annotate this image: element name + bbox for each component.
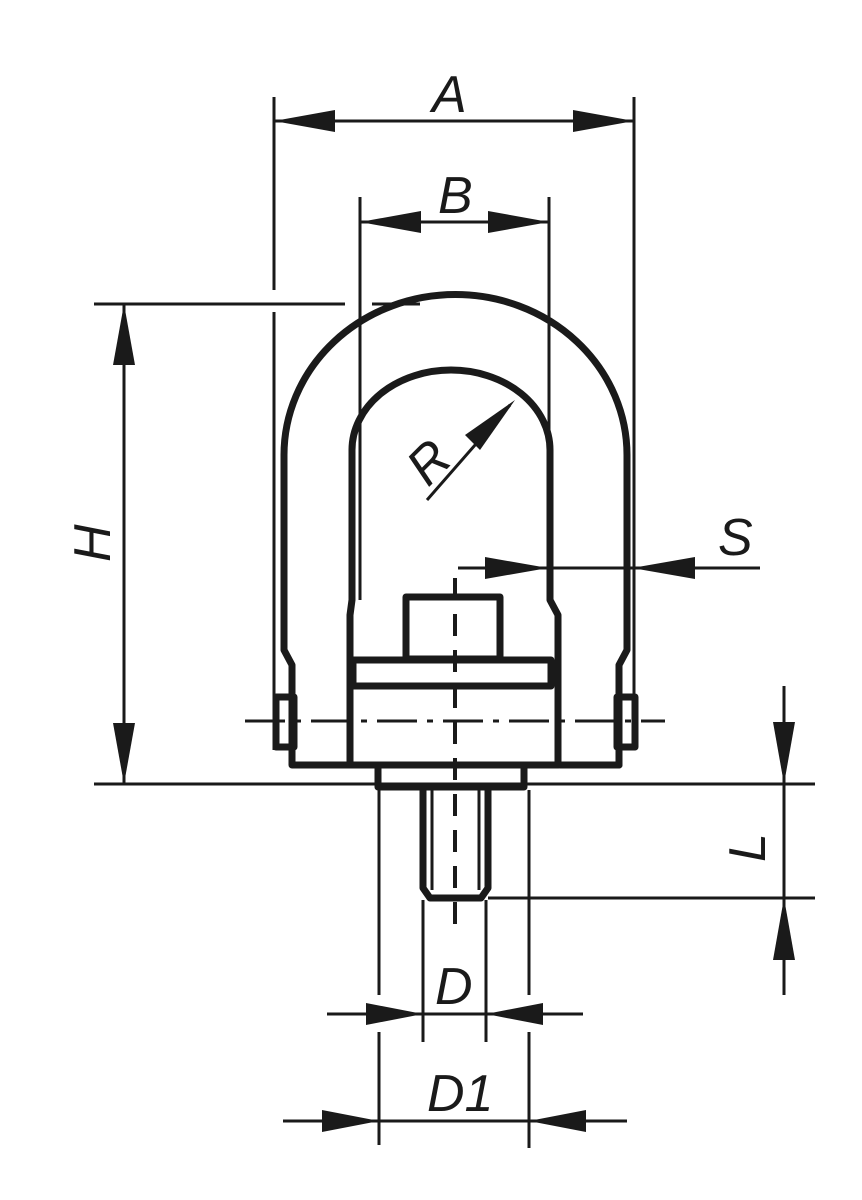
label-a: A: [429, 66, 467, 124]
dimension-s: S: [458, 509, 760, 579]
dimension-h: H: [64, 304, 135, 784]
collar: [374, 761, 528, 791]
center-lines: [245, 578, 665, 925]
label-d: D: [435, 958, 473, 1016]
dimension-d: D: [327, 958, 583, 1025]
label-b: B: [438, 167, 473, 225]
label-s: S: [718, 509, 753, 567]
dimension-r: R: [395, 400, 515, 501]
label-d1: D1: [427, 1065, 493, 1123]
label-l: L: [719, 833, 777, 862]
extension-lines: [94, 97, 815, 1148]
dimension-l: L: [719, 686, 795, 995]
retaining-plate: [349, 656, 555, 690]
dimension-d1: D1: [283, 1065, 627, 1132]
threaded-stud: [419, 783, 492, 902]
dimension-a: A: [274, 66, 634, 132]
dimension-b: B: [360, 167, 549, 233]
label-h: H: [64, 524, 122, 562]
label-r: R: [395, 429, 463, 497]
